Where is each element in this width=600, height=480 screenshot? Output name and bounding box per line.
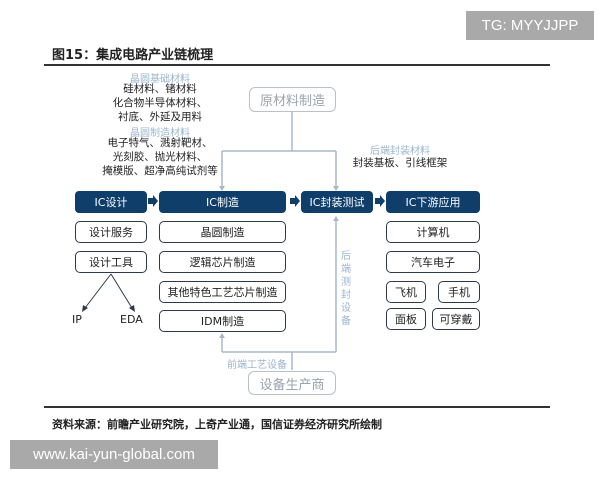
aircraft-box: 飞机 (386, 281, 426, 303)
wafer-base-heading: 晶圆基础材料 (130, 74, 190, 85)
auto-electronics-box: 汽车电子 (386, 251, 480, 273)
figure-title: 图15：集成电路产业链梳理 (52, 48, 214, 63)
eda-label: EDA (120, 313, 143, 326)
watermark-top: TG: MYYJJPP (466, 11, 594, 40)
logic-chip-box: 逻辑芯片制造 (159, 251, 286, 273)
wafer-mfg-line: 光刻胶、抛光材料、 (112, 151, 208, 163)
source-note: 资料来源：前瞻产业研究院，上奇产业通，国信证券经济研究所绘制 (52, 418, 382, 431)
wafer-mfg-heading: 晶圆制造材料 (130, 128, 190, 139)
stage-ic-packaging-testing: IC封装测试 (301, 191, 373, 213)
wafer-base-line: 衬底、外延及用料 (118, 111, 202, 123)
raw-material-box: 原材料制造 (249, 87, 336, 112)
front-end-equipment-label: 前端工艺设备 (227, 360, 287, 371)
equipment-maker-box: 设备生产商 (248, 371, 336, 395)
stage-ic-design: IC设计 (75, 191, 147, 213)
design-services-box: 设计服务 (75, 221, 147, 243)
wafer-base-list: 硅材料、锗材料 化合物半导体材料、 衬底、外延及用料 (90, 82, 230, 124)
computer-box: 计算机 (386, 221, 480, 243)
ip-label: IP (72, 313, 82, 326)
packaging-line: 封装基板、引线框架 (352, 157, 448, 169)
wafer-mfg-line: 电子特气、溅射靶材、 (107, 137, 213, 149)
wearable-box: 可穿戴 (432, 308, 480, 330)
wafer-mfg-list: 电子特气、溅射靶材、 光刻胶、抛光材料、 掩模版、超净高纯试剂等 (80, 136, 240, 178)
specialty-process-box: 其他特色工艺芯片制造 (159, 281, 286, 303)
phone-box: 手机 (438, 281, 480, 303)
back-end-equipment-label: 后 端 测 封 设 备 (341, 251, 351, 327)
wafer-mfg-line: 掩模版、超净高纯试剂等 (102, 165, 218, 177)
bottom-rule (44, 406, 550, 408)
top-rule (44, 64, 550, 66)
idm-box: IDM制造 (159, 310, 286, 332)
panel-box: 面板 (386, 308, 426, 330)
wafer-base-line: 硅材料、锗材料 (123, 83, 197, 95)
watermark-bottom: www.kai-yun-global.com (10, 440, 218, 469)
packaging-heading: 后端封装材料 (370, 146, 430, 157)
stage-ic-manufacturing: IC制造 (159, 191, 286, 213)
wafer-manufacturing-box: 晶圆制造 (159, 221, 286, 243)
design-tools-box: 设计工具 (75, 251, 147, 273)
stage-ic-downstream: IC下游应用 (386, 191, 480, 213)
wafer-base-line: 化合物半导体材料、 (112, 97, 208, 109)
